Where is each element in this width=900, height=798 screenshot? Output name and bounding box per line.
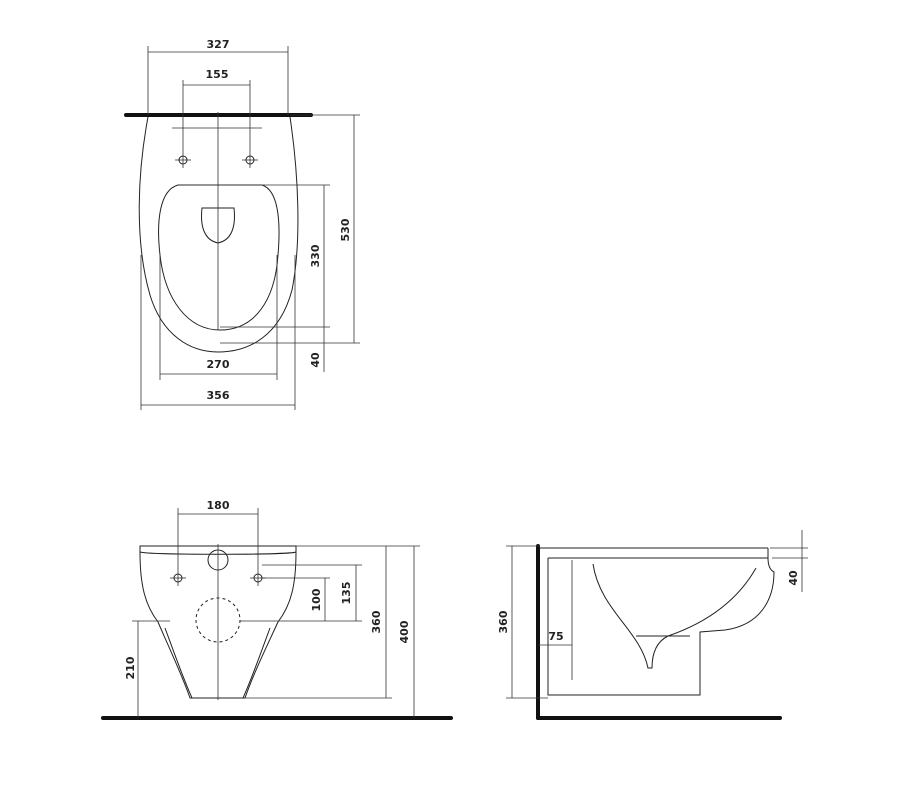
dim-label: 356 bbox=[207, 389, 230, 402]
dim-label: 360 bbox=[497, 610, 510, 633]
top-mounting-hole-right bbox=[242, 152, 258, 168]
dim-label: 400 bbox=[398, 620, 411, 643]
dim-top-155: 155 bbox=[182, 68, 251, 152]
dim-top-40: 40 bbox=[309, 327, 325, 372]
top-view: 327 155 530 330 40 bbox=[124, 38, 360, 410]
dim-top-530: 530 bbox=[220, 114, 360, 344]
dim-top-356: 356 bbox=[140, 255, 296, 410]
front-foot-inner bbox=[164, 627, 271, 699]
dim-label: 155 bbox=[206, 68, 229, 81]
dim-front-100: 100 bbox=[240, 577, 330, 622]
dim-label: 75 bbox=[548, 630, 563, 643]
front-mounting-hole-left bbox=[170, 570, 186, 586]
side-body-outline bbox=[547, 557, 775, 696]
side-inner-bowl bbox=[592, 563, 757, 669]
dim-front-360: 360 bbox=[245, 545, 392, 699]
dim-front-180: 180 bbox=[177, 499, 259, 570]
dim-label: 530 bbox=[339, 218, 352, 241]
dim-label: 135 bbox=[340, 582, 353, 605]
dim-label: 100 bbox=[310, 588, 323, 611]
dim-label: 40 bbox=[309, 352, 322, 368]
dim-top-270: 270 bbox=[159, 255, 278, 380]
dim-label: 327 bbox=[207, 38, 230, 51]
dim-front-210: 210 bbox=[124, 620, 170, 718]
top-bowl-outline bbox=[138, 116, 299, 353]
dim-label: 40 bbox=[787, 570, 800, 586]
dim-front-400: 400 bbox=[392, 545, 420, 718]
dim-front-135: 135 bbox=[262, 564, 362, 622]
front-bowl-outline bbox=[139, 551, 297, 699]
dim-label: 330 bbox=[309, 244, 322, 267]
dim-top-327: 327 bbox=[147, 38, 289, 115]
dim-label: 180 bbox=[207, 499, 230, 512]
dim-side-360: 360 bbox=[497, 545, 548, 699]
dim-side-75: 75 bbox=[538, 630, 572, 646]
front-view: 180 100 135 360 400 bbox=[101, 499, 453, 720]
dim-top-330: 330 bbox=[180, 184, 330, 328]
dim-side-40: 40 bbox=[770, 530, 808, 592]
dim-label: 270 bbox=[207, 358, 230, 371]
top-mounting-hole-left bbox=[175, 152, 191, 168]
side-view: 360 75 40 bbox=[497, 530, 808, 720]
dim-label: 210 bbox=[124, 656, 137, 679]
top-seat-opening bbox=[158, 184, 280, 331]
dim-label: 360 bbox=[370, 610, 383, 633]
